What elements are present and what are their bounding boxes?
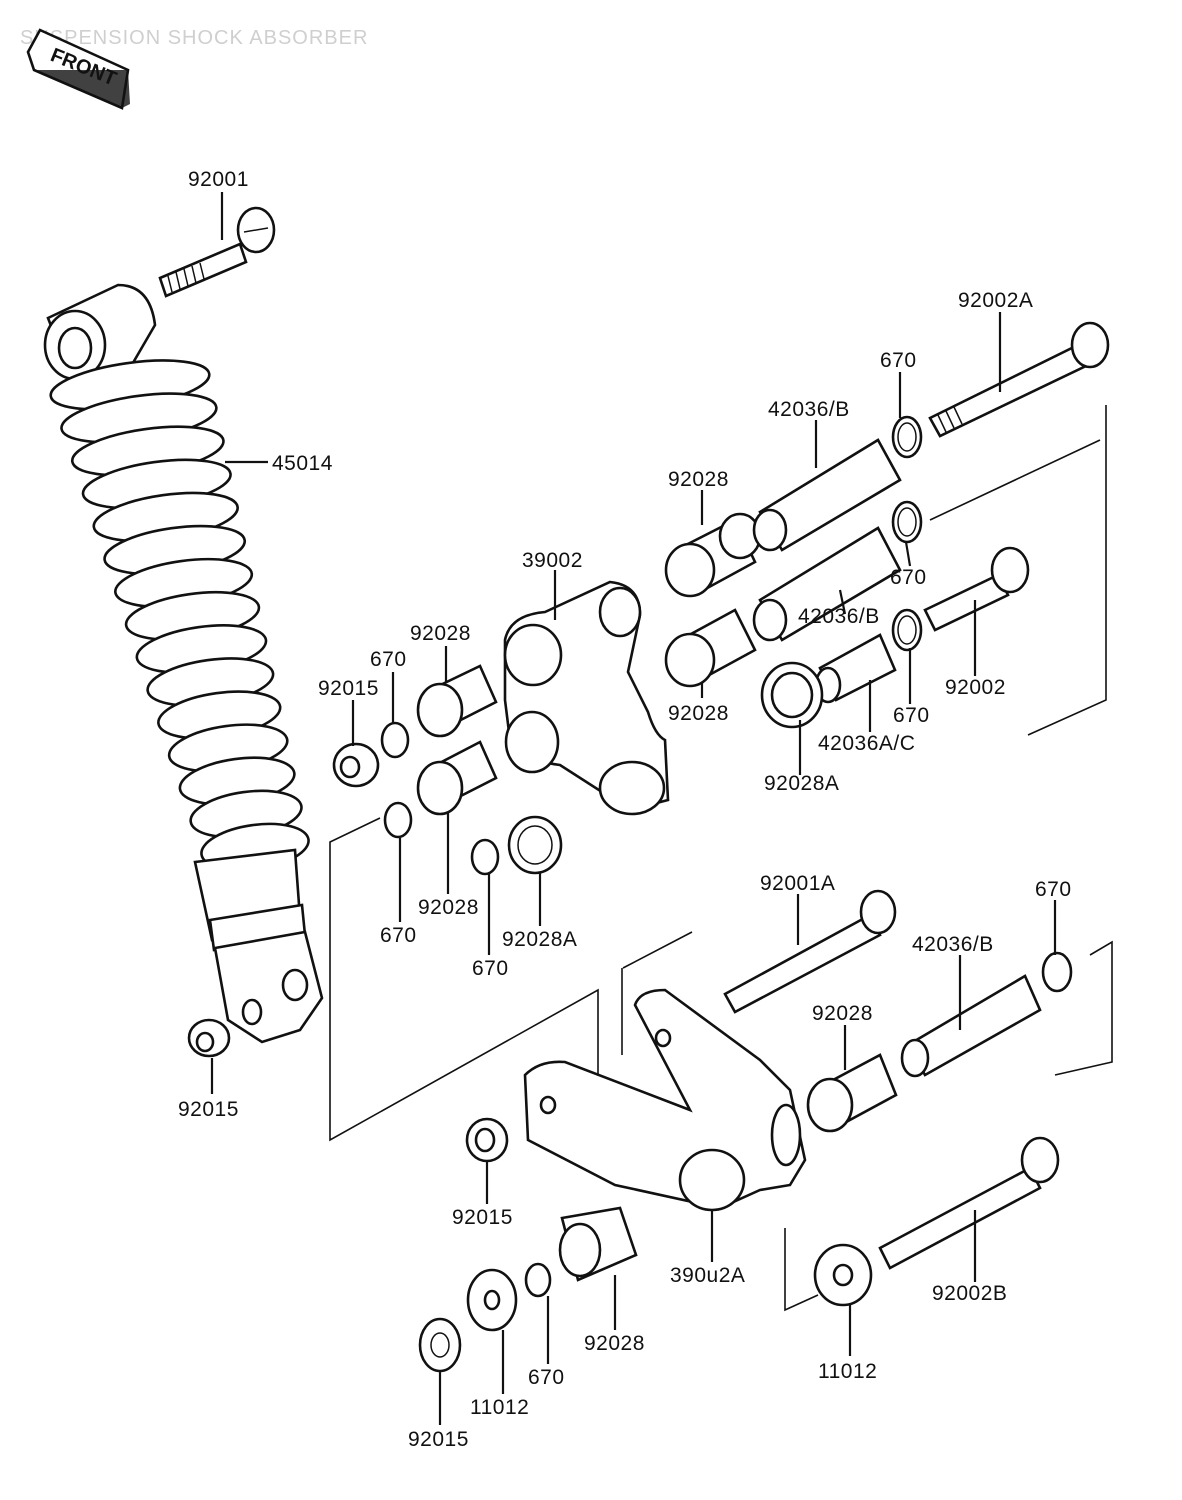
label-92028A-low: 92028A [502,928,577,951]
collar-42036AC [814,633,897,704]
label-670-mid: 670 [890,566,927,589]
shock-absorber-45014 [43,283,324,1044]
oring-670-top [891,415,923,459]
label-11012-bottom: 11012 [470,1396,529,1419]
label-670-top: 670 [880,349,917,372]
nut-92015-bottom [418,1317,462,1373]
arm-39002A [523,988,807,1212]
shock-bolt-92001 [158,206,276,298]
collar-42036B-mid [752,526,902,642]
washer-11012-bottom [466,1268,518,1332]
label-92028-low: 92028 [418,896,479,919]
diagram-title: SUSPENSION SHOCK ABSORBER [20,27,368,49]
label-42036B-arm: 42036/B [912,933,994,956]
part-labels: 92001 45014 92015 92002A 670 42036/B 920… [178,168,1072,1451]
label-92028-arm: 92028 [812,1002,873,1025]
bushing-92028-top [664,512,762,598]
oring-670-low [470,838,500,876]
oring-670-left [380,721,410,759]
label-670-bottom: 670 [528,1366,565,1389]
bolt-92002A [928,321,1110,438]
label-92028-mid: 92028 [668,702,729,725]
nut-92015-shock [187,1018,231,1058]
label-39002: 39002 [522,549,583,572]
bushing-92028A-right [760,661,824,729]
collar-42036B-arm [900,974,1042,1078]
bushing-92028-mid [664,608,757,688]
nut-92015-arm [465,1117,509,1163]
oring-670-arm [1041,951,1073,993]
label-670-lowleft: 670 [380,924,417,947]
bolt-92001A [723,889,897,1014]
collar-42036B-top [752,438,902,552]
label-42036B-mid: 42036/B [798,605,880,628]
oring-670-lowleft [383,801,413,839]
bushing-92028-low [416,740,498,816]
assembly-guide-lines [329,405,1113,1312]
label-92001A: 92001A [760,872,835,895]
bushing-92028-bottom [558,1206,638,1282]
label-670-right: 670 [893,704,930,727]
label-92002: 92002 [945,676,1006,699]
label-92001: 92001 [188,168,249,191]
label-11012-right: 11012 [818,1360,877,1383]
bushing-92028-left [416,664,498,738]
label-670-left: 670 [370,648,407,671]
bolt-92002B [878,1136,1060,1270]
label-670-low: 670 [472,957,509,980]
label-45014: 45014 [272,452,333,475]
bushing-92028A-low [507,815,563,875]
oring-670-mid [891,500,923,544]
washer-11012-right [813,1243,873,1307]
bolt-92002 [923,546,1030,632]
nut-92015-left [332,742,380,788]
label-92028-bottom: 92028 [584,1332,645,1355]
label-92028A-right: 92028A [764,772,839,795]
front-arrow-badge: FRONT [26,28,130,110]
label-92015-left: 92015 [318,677,379,700]
label-92015-bottom: 92015 [408,1428,469,1451]
label-92028-left: 92028 [410,622,471,645]
label-92002A: 92002A [958,289,1033,312]
leader-lines [210,192,1057,1425]
link-plate-39002 [503,580,670,816]
label-42036AC: 42036A/C [818,732,915,755]
oring-670-bottom [524,1262,552,1298]
label-42036B-top: 42036/B [768,398,850,421]
label-92015-shock: 92015 [178,1098,239,1121]
oring-670-right [891,608,923,652]
label-92002B: 92002B [932,1282,1007,1305]
label-92015-arm: 92015 [452,1206,513,1229]
label-92028-top: 92028 [668,468,729,491]
label-670-arm: 670 [1035,878,1072,901]
label-39002A: 390u2A [670,1264,745,1287]
bushing-92028-arm [806,1053,898,1133]
